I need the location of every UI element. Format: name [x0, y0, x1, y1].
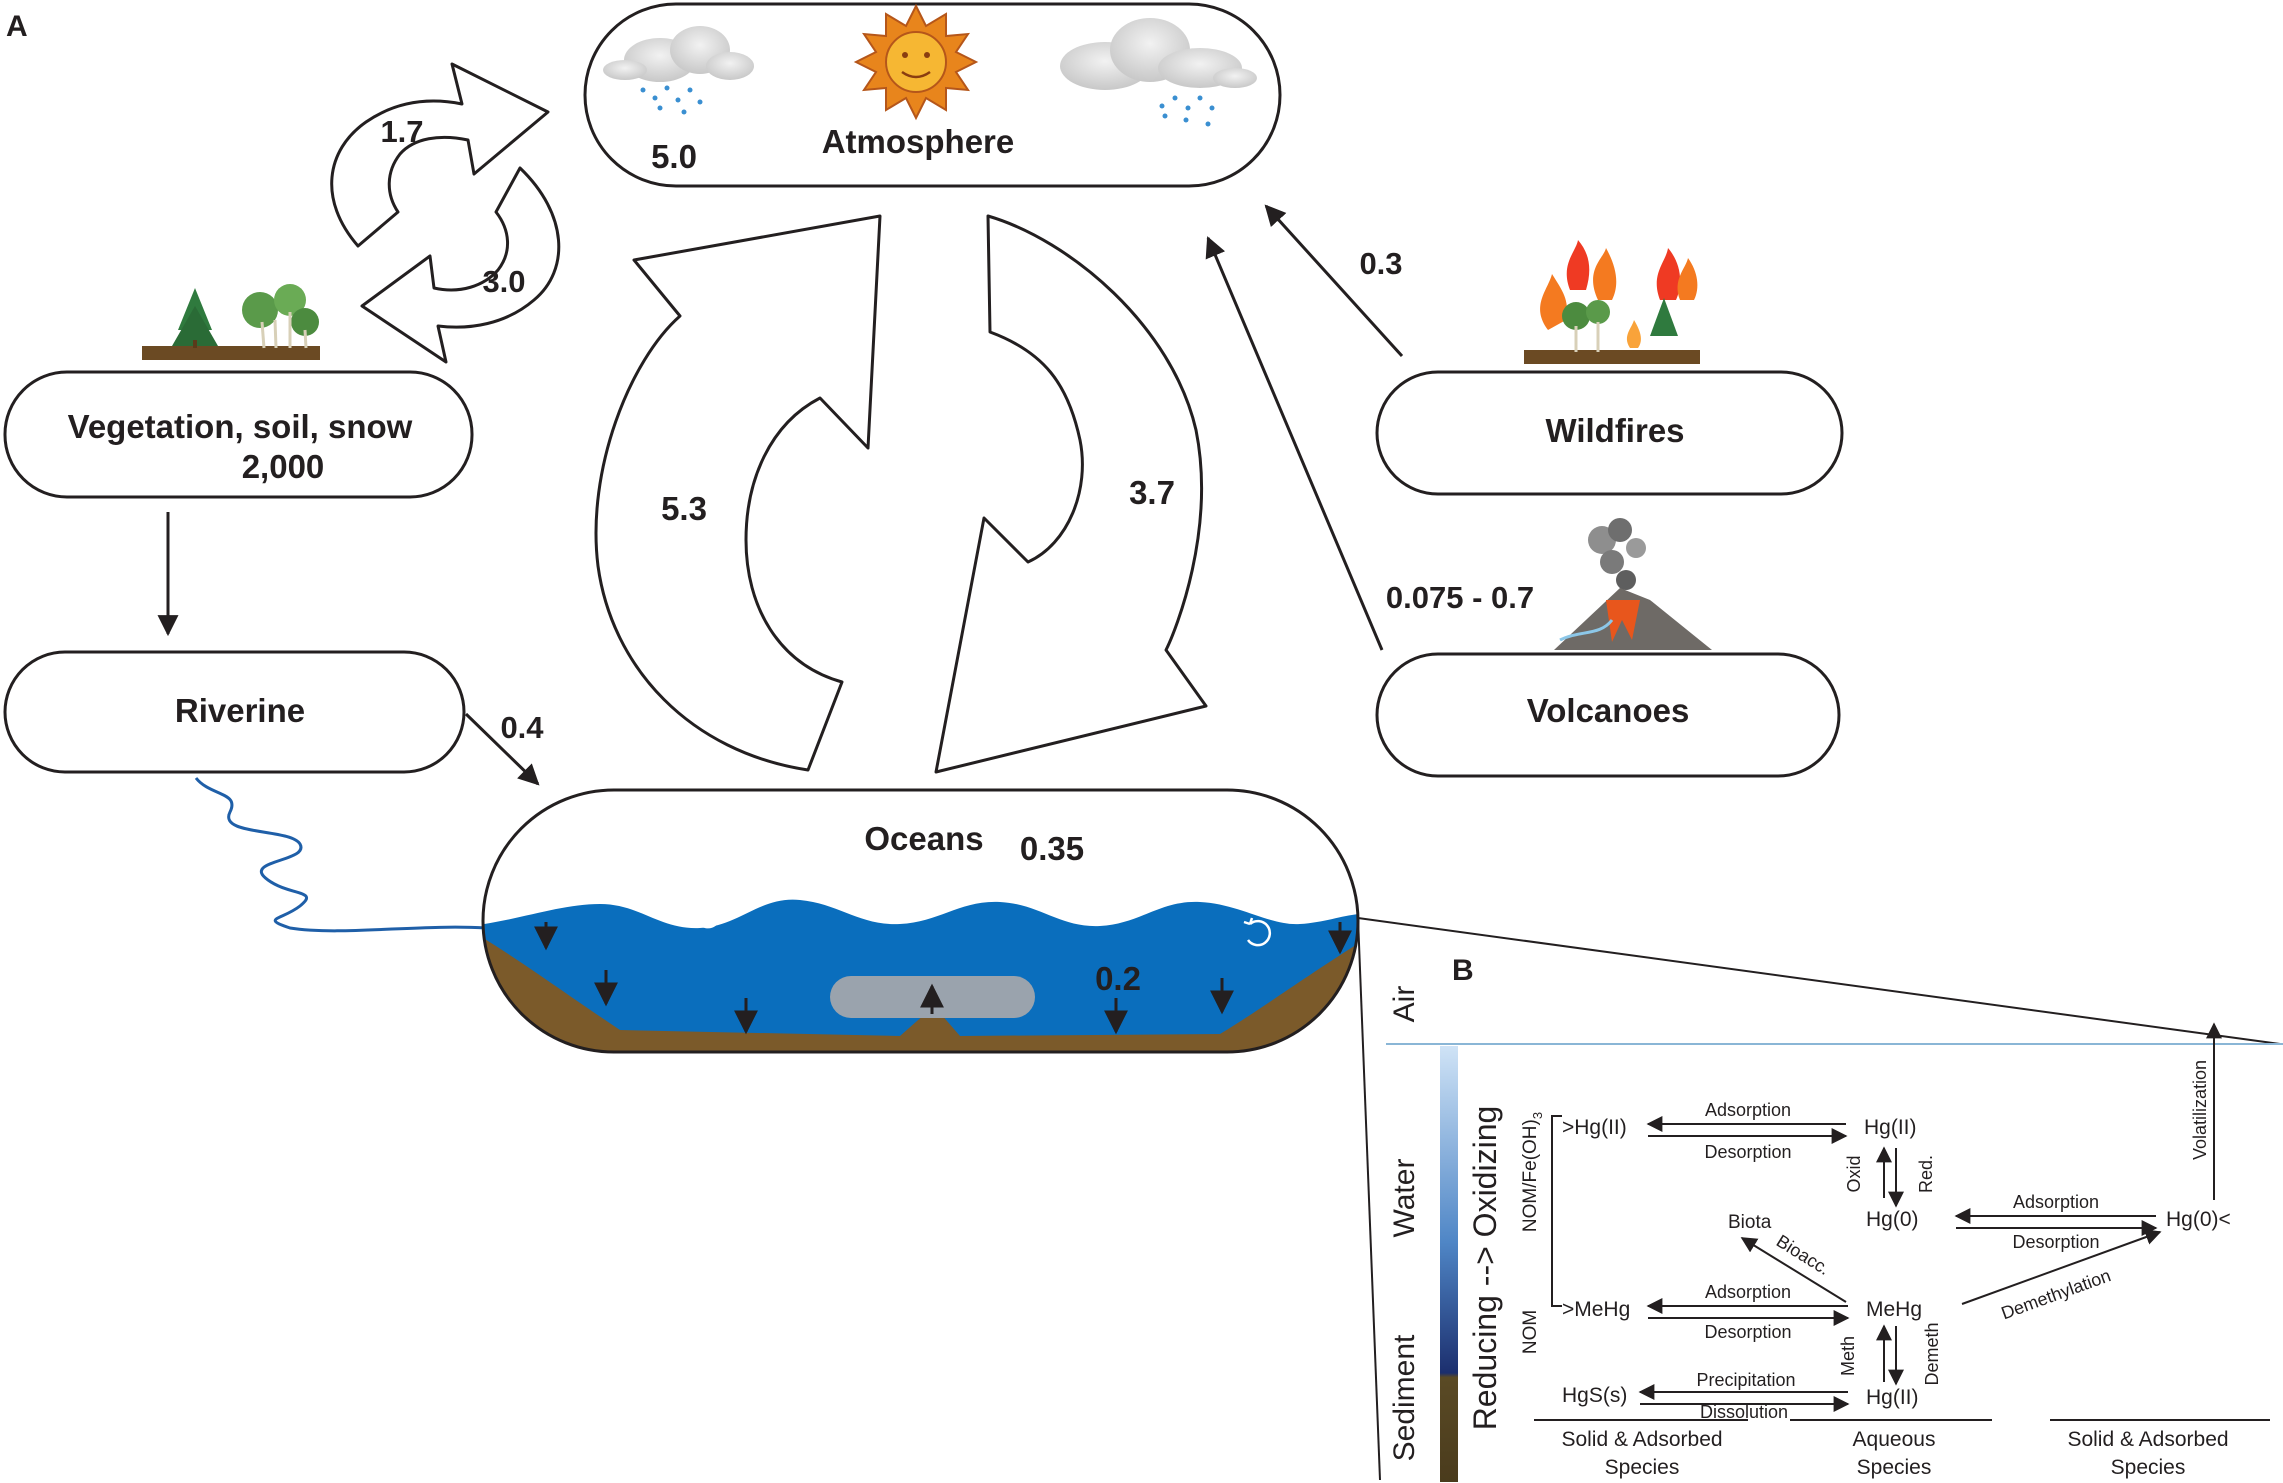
- deposition-arrows: [534, 922, 1352, 1035]
- process-desorption-2: Desorption: [2012, 1232, 2099, 1252]
- atmosphere-label: Atmosphere: [822, 123, 1015, 160]
- vegetation-box: Vegetation, soil, snow 2,000: [3, 284, 474, 499]
- zone-air-label: Air: [1388, 986, 1421, 1023]
- process-demeth: Demeth: [1922, 1322, 1942, 1385]
- process-demethylation: Demethylation: [1998, 1265, 2113, 1323]
- zone-sediment-label: Sediment: [1388, 1334, 1421, 1461]
- sun-icon: [853, 3, 979, 121]
- species-hg2-aqueous: Hg(II): [1864, 1116, 1917, 1139]
- process-adsorption-2: Adsorption: [2013, 1192, 2099, 1212]
- process-desorption-1: Desorption: [1704, 1142, 1791, 1162]
- river-to-ocean-flux: 0.4: [500, 710, 544, 745]
- oceans-box: Oceans 0.35 0.2: [481, 788, 1360, 1054]
- process-adsorption-1: Adsorption: [1705, 1100, 1791, 1120]
- nom-fe-label: NOM/Fe(OH)3: [1520, 1112, 1545, 1232]
- atm-to-land-flux: 3.0: [482, 264, 525, 299]
- process-bioacc: Bioacc.: [1773, 1231, 1834, 1279]
- forest-icon: [142, 284, 320, 360]
- vegetation-label: Vegetation, soil, snow: [68, 408, 413, 445]
- zone-water-label: Water: [1388, 1159, 1421, 1238]
- column-aqueous-2: Species: [1857, 1456, 1932, 1479]
- volcano-to-atm-arrow: [1205, 236, 1384, 651]
- volcanoes-label: Volcanoes: [1527, 692, 1690, 729]
- species-hg2-sediment: Hg(II): [1866, 1386, 1919, 1409]
- volcanoes-box: Volcanoes: [1375, 518, 1841, 778]
- panel-a-letter: A: [6, 10, 28, 43]
- river-line: [194, 776, 487, 933]
- column-solid-right-2: Species: [2111, 1456, 2186, 1479]
- redox-gradient-label: Reducing --> Oxidizing: [1467, 1106, 1503, 1431]
- species-adsorbed-mehg: >MeHg: [1562, 1298, 1630, 1321]
- riverine-label: Riverine: [175, 692, 305, 729]
- process-oxid: Oxid: [1844, 1155, 1864, 1192]
- atmosphere-value: 5.0: [651, 138, 697, 175]
- wildfire-flux: 0.3: [1359, 246, 1402, 281]
- riverine-to-ocean-arrow: [464, 712, 540, 786]
- volcano-icon: [1554, 518, 1712, 650]
- process-dissolution: Dissolution: [1700, 1402, 1788, 1422]
- rain-cloud-icon: [603, 26, 754, 115]
- rain-cloud-icon: [1060, 18, 1257, 127]
- nom-label: NOM: [1520, 1310, 1541, 1354]
- oceans-label: Oceans: [864, 820, 983, 857]
- process-adsorption-3: Adsorption: [1705, 1282, 1791, 1302]
- zoom-line-bottom: [1357, 917, 1381, 1481]
- recycle-icon: [693, 899, 1271, 947]
- species-hg0-gas: Hg(0)<: [2166, 1208, 2231, 1231]
- column-solid-right-1: Solid & Adsorbed: [2067, 1428, 2228, 1451]
- process-desorption-3: Desorption: [1704, 1322, 1791, 1342]
- volcano-flux: 0.075 - 0.7: [1386, 580, 1534, 615]
- sediment-flux: 0.2: [1095, 960, 1141, 997]
- oceans-value: 0.35: [1020, 830, 1084, 867]
- column-solid-left-2: Species: [1605, 1456, 1680, 1479]
- species-hgs: HgS(s): [1562, 1384, 1627, 1407]
- riverine-box: Riverine: [3, 650, 466, 774]
- wildfire-icon: [1524, 240, 1700, 364]
- bracket: [1551, 1115, 1562, 1307]
- land-atmosphere-exchange-arrows: [330, 62, 561, 364]
- process-red: Red.: [1916, 1155, 1936, 1193]
- panel-b-letter: B: [1452, 954, 1474, 987]
- ocean-to-atm-flux: 5.3: [661, 490, 707, 527]
- column-aqueous-1: Aqueous: [1853, 1428, 1936, 1451]
- wildfire-to-atm-arrow: [1264, 204, 1404, 358]
- vegetation-value: 2,000: [242, 448, 325, 485]
- process-meth: Meth: [1838, 1336, 1858, 1376]
- atm-to-ocean-flux: 3.7: [1129, 474, 1175, 511]
- column-solid-left-1: Solid & Adsorbed: [1561, 1428, 1722, 1451]
- species-hg0-aqueous: Hg(0): [1866, 1208, 1919, 1231]
- zoom-line-top: [1357, 917, 2281, 1045]
- land-to-atm-flux: 1.7: [380, 114, 423, 149]
- ocean-atmosphere-exchange-arrows: [594, 214, 1208, 774]
- reaction-arrows: [1638, 1022, 2222, 1412]
- redox-gradient-bar: [1440, 1046, 1458, 1482]
- process-precipitation: Precipitation: [1696, 1370, 1795, 1390]
- species-adsorbed-hg2: >Hg(II): [1562, 1116, 1627, 1139]
- wildfires-box: Wildfires: [1375, 240, 1844, 496]
- wildfires-label: Wildfires: [1545, 412, 1684, 449]
- species-mehg-aqueous: MeHg: [1866, 1298, 1922, 1321]
- species-biota: Biota: [1728, 1212, 1772, 1233]
- atmosphere-box: Atmosphere 5.0: [583, 2, 1282, 188]
- process-volatilization: Volatilization: [2190, 1060, 2210, 1160]
